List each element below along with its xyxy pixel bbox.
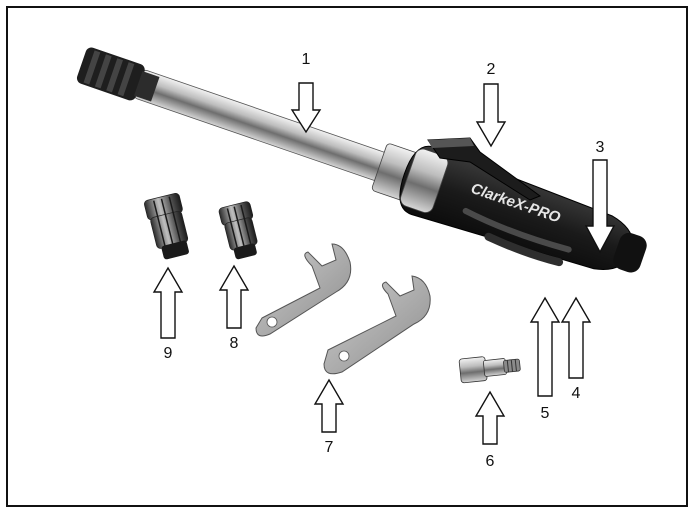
- callout-arrow-2: 2: [475, 61, 507, 148]
- callout-label-3: 3: [596, 139, 605, 156]
- collet-small: [218, 201, 258, 260]
- spanner-upper: [255, 243, 352, 337]
- callout-arrow-5: 5: [529, 296, 561, 422]
- callout-arrow-6: 6: [474, 390, 506, 470]
- callout-arrow-4: 4: [560, 296, 592, 402]
- callout-arrow-1: 1: [290, 51, 322, 134]
- callout-arrow-3: 3: [584, 139, 616, 254]
- callout-label-6: 6: [486, 453, 495, 470]
- spanner-lower: [323, 275, 431, 375]
- callout-label-5: 5: [541, 405, 550, 422]
- air-inlet-connector: [458, 356, 521, 384]
- callout-label-4: 4: [572, 385, 581, 402]
- callout-arrow-9: 9: [152, 266, 184, 362]
- callout-label-1: 1: [302, 51, 311, 68]
- callout-label-8: 8: [230, 335, 239, 352]
- callout-label-2: 2: [487, 61, 496, 78]
- collet-large: [144, 193, 189, 260]
- callout-label-9: 9: [164, 345, 173, 362]
- throttle-lever: [427, 137, 542, 201]
- die-grinder-tool: ClarkeX-PRO: [76, 47, 647, 273]
- callout-arrow-8: 8: [218, 264, 250, 352]
- callout-label-7: 7: [325, 439, 334, 456]
- callout-arrow-7: 7: [313, 378, 345, 456]
